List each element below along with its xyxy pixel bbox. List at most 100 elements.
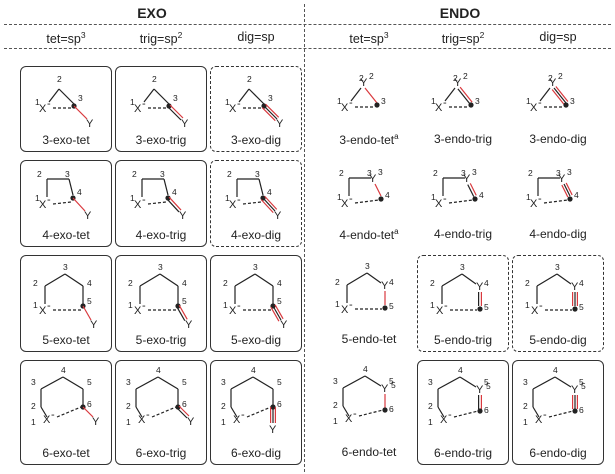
atom-number: 1 — [130, 193, 135, 203]
ring-bond — [62, 376, 84, 390]
atom-number: 2 — [428, 401, 433, 411]
leaving-group-label: Y — [185, 319, 193, 331]
column-header: dig=sp — [506, 30, 610, 44]
cell-caption: 4-endo-dig — [512, 227, 604, 241]
carbon-dot — [468, 102, 474, 108]
bond-triple — [263, 105, 278, 120]
bond-double — [469, 183, 477, 196]
ring-bond — [346, 272, 368, 286]
atom-number: 2 — [223, 278, 228, 288]
nucleophile-label: X — [530, 102, 538, 114]
charge-label: - — [142, 98, 146, 110]
leaving-group-label: Y — [549, 77, 557, 89]
nucleophile-label: X — [341, 198, 349, 210]
atom-number: 6 — [87, 399, 92, 409]
atom-number: 2 — [247, 74, 252, 84]
atom-number: 6 — [579, 405, 584, 415]
atom-number: 5 — [182, 296, 187, 306]
cell-label: 6-exo-dig — [230, 446, 282, 460]
atom-number: 1 — [337, 96, 342, 106]
atom-number: 5 — [87, 296, 92, 306]
cell-caption: 6-endo-trig — [418, 446, 508, 460]
forming-bond — [56, 406, 82, 418]
atom-number: 2 — [525, 278, 530, 288]
leaving-group-label: Y — [558, 173, 566, 185]
atom-number: 4 — [385, 190, 390, 200]
charge-label: - — [539, 300, 543, 312]
atom-number: 2 — [528, 168, 533, 178]
bond-double — [169, 104, 184, 119]
ring-bond — [342, 375, 366, 389]
atom-number: 2 — [548, 73, 553, 83]
atom-number: 1 — [335, 299, 340, 309]
forming-bond — [242, 201, 262, 205]
atom-number: 3 — [126, 377, 131, 387]
cell-label: 3-exo-dig — [230, 133, 282, 147]
ring-bond — [364, 375, 382, 387]
atom-number: 1 — [526, 96, 531, 106]
leaving-group-label: Y — [179, 210, 187, 222]
atom-number: 4 — [553, 365, 558, 375]
atom-number: 2 — [359, 73, 364, 83]
atom-number: 2 — [33, 278, 38, 288]
atom-number: 5 — [579, 377, 584, 387]
atom-number: 5 — [484, 302, 489, 312]
ring-bond — [350, 87, 362, 102]
leaving-group-label: Y — [280, 319, 288, 331]
bond-triple — [272, 305, 282, 321]
ring-bond — [40, 376, 64, 390]
atom-number: 1 — [430, 300, 435, 310]
ring-bond — [441, 273, 463, 287]
atom-number: 4 — [267, 187, 272, 197]
atom-number: 5 — [484, 377, 489, 387]
cell-caption: 4-exo-trig — [116, 228, 206, 242]
leaving-group-label: Y — [454, 77, 462, 89]
atom-number: 5 — [87, 377, 92, 387]
ring-bond — [532, 376, 556, 390]
bond-triple — [265, 103, 280, 118]
cell-label: 3-exo-tet — [42, 133, 90, 147]
ring-bond — [139, 273, 161, 287]
atom-number: 1 — [225, 193, 230, 203]
column-header-base: trig=sp — [441, 32, 480, 47]
bond-triple — [260, 199, 274, 214]
ring-bond — [44, 273, 66, 287]
ring-bond — [58, 88, 75, 105]
atom-number: 4 — [458, 365, 463, 375]
bond-triple — [565, 182, 573, 196]
ring-bond — [143, 88, 155, 103]
atom-number: 3 — [428, 377, 433, 387]
forming-bond — [246, 406, 272, 418]
ring-bond — [539, 87, 551, 102]
carbon-dot — [477, 408, 483, 414]
bond-double — [459, 86, 473, 103]
atom-number: 3 — [567, 167, 572, 177]
atom-number: 2 — [132, 169, 137, 179]
atom-number: 4 — [574, 190, 579, 200]
atom-number: 3 — [378, 167, 383, 177]
cell-caption: 6-endo-tet — [323, 445, 415, 459]
atom-number: 2 — [126, 401, 131, 411]
atom-number: 1 — [130, 97, 135, 107]
cell-caption: 3-exo-tet — [21, 133, 111, 147]
ring-bond — [163, 178, 169, 196]
bond-single — [82, 305, 92, 321]
cell-caption: 3-exo-trig — [116, 133, 206, 147]
ring-bond — [159, 273, 179, 287]
atom-number: 4 — [484, 278, 489, 288]
charge-label: - — [444, 300, 448, 312]
atom-number: 6 — [182, 399, 187, 409]
nucleophile-label: X — [229, 103, 237, 115]
forming-bond — [354, 199, 380, 204]
atom-number: 3 — [78, 93, 83, 103]
